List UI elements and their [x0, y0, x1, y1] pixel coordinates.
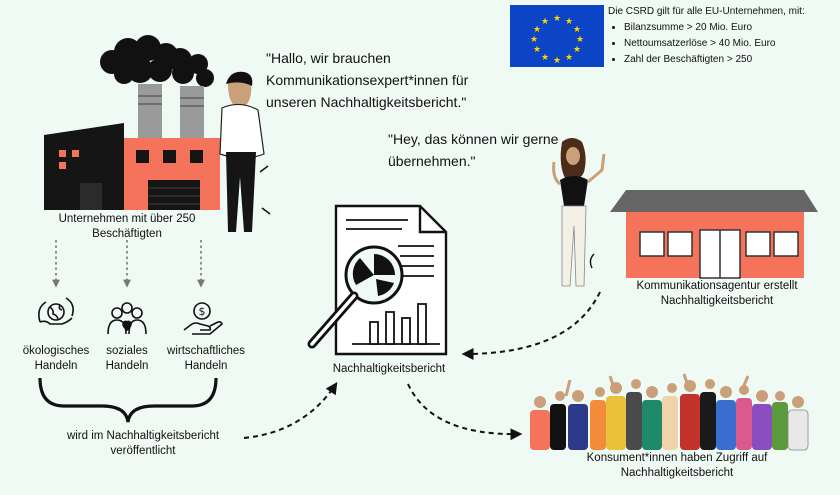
eu-criteria-heading: Die CSRD gilt für alle EU-Unternehmen, m…: [608, 6, 805, 17]
svg-text:★: ★: [541, 17, 549, 27]
agency-quote: "Hey, das können wir gerne übernehmen.": [388, 131, 559, 169]
svg-text:★: ★: [565, 17, 573, 27]
agency-building-icon: [610, 190, 818, 279]
eu-flag-icon: ★★★ ★★★ ★★★ ★★★: [510, 5, 604, 67]
report-document-icon: [307, 204, 448, 356]
svg-text:$: $: [199, 305, 206, 318]
people-heart-icon: [107, 302, 147, 335]
svg-text:★: ★: [565, 53, 573, 63]
svg-text:★: ★: [541, 53, 549, 63]
report-to-consumers-arrow: [407, 383, 523, 441]
woman-icon: [552, 138, 606, 287]
agency-label: Kommunikationsagentur erstellt Nachhalti…: [636, 280, 798, 307]
money-hand-icon: $: [183, 302, 223, 335]
factory-icon: [44, 35, 220, 210]
pillar-ecological-label: ökologisches Handeln: [22, 345, 90, 372]
svg-text:★: ★: [533, 25, 541, 35]
svg-text:★: ★: [573, 25, 581, 35]
consumers-crowd-icon: [530, 373, 809, 451]
agency-to-report-arrow: [461, 291, 601, 360]
company-quote: "Hallo, wir brauchen Kommunikationsexper…: [266, 50, 469, 110]
eu-criteria-box: Die CSRD gilt für alle EU-Unternehmen, m…: [608, 5, 836, 68]
businessman-icon: [219, 71, 271, 232]
svg-text:★: ★: [553, 56, 561, 66]
svg-text:★: ★: [533, 45, 541, 55]
consumers-label: Konsument*innen haben Zugriff auf Nachha…: [586, 452, 768, 479]
svg-text:★: ★: [576, 35, 584, 45]
brace-shape: [38, 377, 218, 423]
pillar-social-label: soziales Handeln: [105, 345, 149, 372]
published-to-report-arrow: [243, 382, 338, 439]
globe-leaf-icon: [38, 297, 74, 325]
eu-criterion: Bilanzsumme > 20 Mio. Euro: [624, 20, 836, 36]
company-label: Unternehmen mit über 250 Beschäftigten: [58, 213, 196, 240]
eu-criteria-list: Bilanzsumme > 20 Mio. Euro Nettoumsatzer…: [608, 20, 836, 68]
report-label: Nachhaltigkeitsbericht: [332, 363, 446, 375]
svg-text:★: ★: [530, 35, 538, 45]
svg-text:★: ★: [573, 45, 581, 55]
svg-text:★: ★: [553, 14, 561, 24]
company-to-pillars-arrows: [52, 240, 205, 288]
pillar-economic-label: wirtschaftliches Handeln: [167, 345, 245, 372]
eu-criterion: Zahl der Beschäftigten > 250: [624, 52, 836, 68]
eu-criterion: Nettoumsatzerlöse > 40 Mio. Euro: [624, 36, 836, 52]
published-label: wird im Nachhaltigkeitsbericht veröffent…: [66, 430, 220, 457]
